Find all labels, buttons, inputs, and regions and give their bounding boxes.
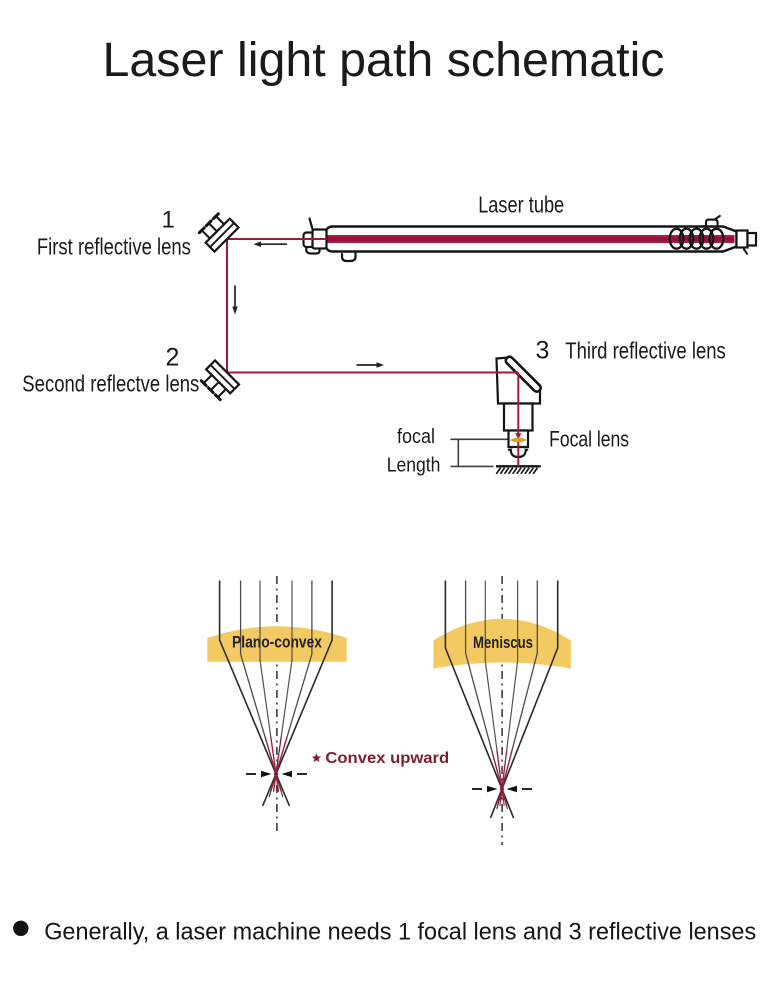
svg-text:First reflective lens: First reflective lens bbox=[37, 234, 191, 260]
svg-text:Convex upward: Convex upward bbox=[325, 750, 449, 767]
svg-text:Laser light path schematic: Laser light path schematic bbox=[103, 34, 665, 87]
svg-text:Length: Length bbox=[387, 454, 441, 476]
svg-text:Meniscus: Meniscus bbox=[473, 634, 533, 652]
svg-text:Second reflectve lens: Second reflectve lens bbox=[22, 370, 199, 396]
svg-text:Plano-convex: Plano-convex bbox=[232, 634, 323, 652]
svg-text:2: 2 bbox=[166, 344, 180, 372]
svg-text:3: 3 bbox=[536, 336, 550, 364]
svg-text:focal: focal bbox=[397, 426, 435, 448]
svg-text:Focal lens: Focal lens bbox=[549, 427, 629, 452]
svg-text:Third reflective lens: Third reflective lens bbox=[565, 337, 726, 363]
svg-text:Laser tube: Laser tube bbox=[478, 192, 564, 218]
svg-text:Generally, a laser machine nee: Generally, a laser machine needs 1 focal… bbox=[44, 919, 756, 946]
svg-text:1: 1 bbox=[162, 206, 175, 233]
